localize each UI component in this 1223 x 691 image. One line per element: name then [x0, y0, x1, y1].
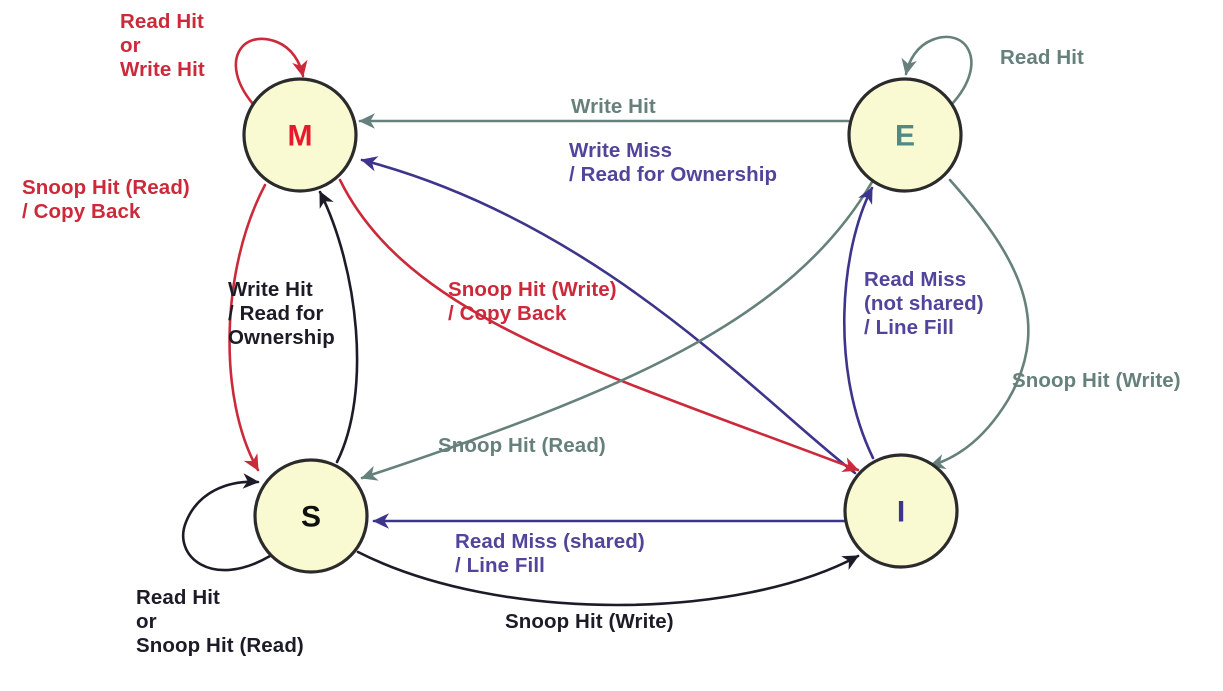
edge-i-to-m	[360, 156, 857, 475]
node-i[interactable]: I	[843, 453, 959, 569]
node-m-label: M	[288, 120, 313, 153]
node-m[interactable]: M	[242, 77, 358, 193]
node-e[interactable]: E	[847, 77, 963, 193]
edge-s-to-i	[356, 550, 860, 607]
edge-i-to-e	[842, 186, 875, 460]
edge-label-i-to-e: Read Miss (not shared) / Line Fill	[864, 268, 984, 339]
node-i-label: I	[897, 496, 905, 529]
edge-s-self-loop	[181, 473, 272, 572]
node-e-label: E	[895, 120, 915, 153]
edge-label-e-self-loop: Read Hit	[1000, 46, 1084, 69]
node-s-circle[interactable]	[253, 458, 369, 574]
edge-label-i-to-m: Write Miss / Read for Ownership	[569, 139, 778, 186]
edge-label-s-self-loop: Read Hit or Snoop Hit (Read)	[136, 586, 304, 657]
node-e-circle[interactable]	[847, 77, 963, 193]
edge-s-to-m	[318, 190, 359, 464]
edge-m-self-loop	[234, 37, 308, 106]
edge-label-m-to-s: Snoop Hit (Read) / Copy Back	[22, 176, 190, 223]
edge-label-e-to-s: Snoop Hit (Read)	[438, 434, 606, 457]
edge-e-to-i	[928, 178, 1030, 470]
edge-label-m-self-loop: Read Hit or Write Hit	[120, 10, 205, 81]
edge-label-e-to-m: Write Hit	[571, 95, 656, 118]
edge-label-e-to-i: Snoop Hit (Write)	[1012, 369, 1181, 392]
node-m-circle[interactable]	[242, 77, 358, 193]
edge-label-i-to-s: Read Miss (shared) / Line Fill	[455, 530, 645, 577]
edge-m-to-i	[338, 178, 860, 472]
edge-label-m-to-i: Snoop Hit (Write) / Copy Back	[448, 278, 617, 325]
edge-e-to-s	[360, 180, 874, 481]
edge-label-s-to-i: Snoop Hit (Write)	[505, 610, 674, 633]
edge-m-to-s	[228, 183, 267, 472]
node-s-label: S	[301, 501, 321, 534]
edge-label-s-to-m: Write Hit / Read for Ownership	[228, 278, 335, 349]
node-s[interactable]: S	[253, 458, 369, 574]
node-i-circle[interactable]	[843, 453, 959, 569]
edge-e-self-loop	[901, 35, 973, 106]
